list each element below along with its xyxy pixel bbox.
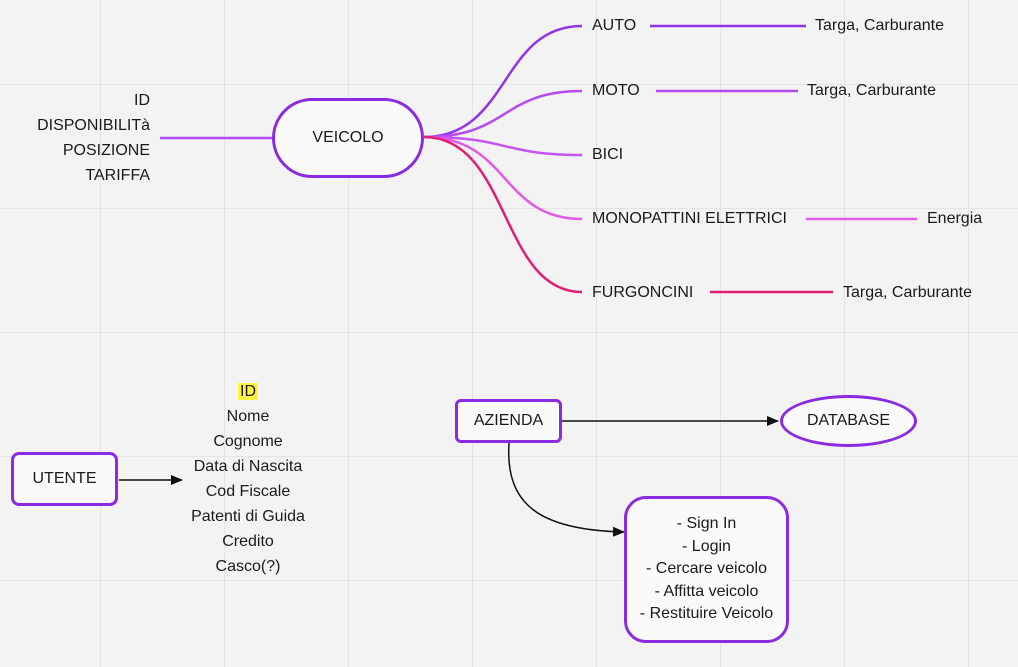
actions-node[interactable]: - Sign In - Login - Cercare veicolo - Af…	[624, 496, 789, 643]
attribute-label: Patenti di Guida	[191, 508, 305, 525]
branch-label-moto: MOTO	[592, 82, 640, 99]
veicolo-label: VEICOLO	[312, 129, 384, 146]
branch-detail-monopattini: Energia	[927, 210, 983, 227]
utente-attributes: ID Nome Cognome Data di Nascita Cod Fisc…	[168, 379, 328, 579]
azienda-label: AZIENDA	[473, 412, 544, 429]
attribute-label: Cod Fiscale	[205, 483, 291, 500]
branch-detail-furgoncini: Targa, Carburante	[843, 284, 972, 301]
branch-label-monopattini: MONOPATTINI ELETTRICI	[592, 210, 787, 227]
attribute-label: DISPONIBILITà	[37, 117, 150, 134]
actions-arrow	[507, 442, 625, 537]
veicolo-node[interactable]: VEICOLO	[272, 98, 424, 178]
branch-label-furgoncini: FURGONCINI	[592, 284, 694, 301]
action-item: - Sign In	[676, 515, 737, 533]
branch-curve-bici	[423, 135, 583, 157]
vehicle-attributes: ID DISPONIBILITà POSIZIONE TARIFFA	[37, 88, 150, 188]
attribute-label: TARIFFA	[85, 167, 150, 184]
attribute-label: Credito	[222, 533, 274, 550]
attribute-label: Data di Nascita	[193, 458, 303, 475]
action-item: - Login	[682, 537, 731, 555]
branch-detail-auto: Targa, Carburante	[815, 17, 944, 34]
attribute-label: ID	[134, 92, 150, 109]
action-item: - Restituire Veicolo	[639, 605, 774, 623]
utente-label: UTENTE	[32, 470, 97, 487]
branch-detail-moto: Targa, Carburante	[807, 82, 936, 99]
azienda-node[interactable]: AZIENDA	[455, 399, 562, 443]
highlighted-attribute: ID	[238, 383, 258, 400]
branch-curve-auto	[423, 24, 583, 139]
attribute-label: POSIZIONE	[62, 142, 150, 159]
branch-curve-furgoncini	[423, 135, 583, 294]
utente-node[interactable]: UTENTE	[11, 452, 118, 506]
branch-label-auto: AUTO	[592, 17, 637, 34]
branch-curve-monopattini	[423, 135, 583, 221]
database-label: DATABASE	[807, 412, 890, 429]
branch-curve-moto	[423, 89, 583, 139]
action-item: - Cercare veicolo	[646, 560, 767, 578]
attribute-label: Nome	[226, 408, 270, 425]
attribute-label: Casco(?)	[215, 558, 281, 575]
branch-label-bici: BICI	[592, 146, 624, 163]
action-item: - Affitta veicolo	[654, 582, 759, 600]
attribute-label: Cognome	[213, 433, 283, 450]
database-node[interactable]: DATABASE	[780, 395, 917, 447]
